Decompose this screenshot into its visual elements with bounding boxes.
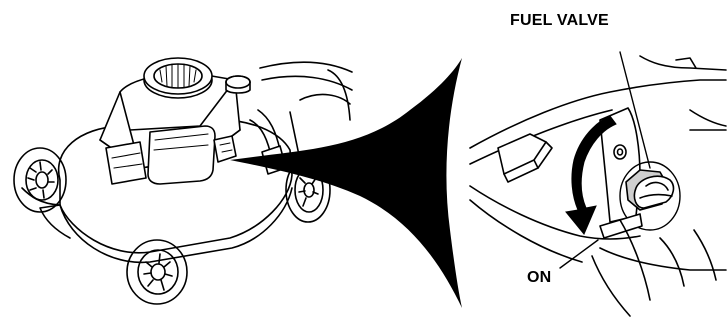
black-callout-wedge xyxy=(230,58,462,308)
rear-right-wheel xyxy=(285,157,331,223)
front-left-wheel xyxy=(13,147,67,213)
valve-screw xyxy=(613,144,627,160)
fuel-valve-label: FUEL VALVE xyxy=(510,12,609,29)
engine-contour-top xyxy=(469,79,727,149)
fuel-valve-detail xyxy=(469,51,727,317)
mower-handle-right xyxy=(327,69,351,121)
fuel-valve-lever xyxy=(633,175,675,209)
fuel-cap xyxy=(225,75,251,94)
lawn-mower-illustration xyxy=(13,57,353,305)
fuel-valve-area xyxy=(213,135,237,163)
front-bottom-wheel xyxy=(126,239,188,305)
recoil-starter xyxy=(143,57,213,99)
air-filter-cover xyxy=(147,125,216,185)
carburetor-box xyxy=(105,141,147,185)
curved-rotation-arrow xyxy=(565,115,617,235)
mower-deck-skirt xyxy=(59,187,293,264)
on-position-label: ON xyxy=(527,269,552,286)
fuel-valve-leader xyxy=(619,51,651,169)
mower-handle xyxy=(259,61,353,105)
lever-arm-lower xyxy=(599,213,643,239)
cover-tab xyxy=(497,133,547,175)
mower-deck xyxy=(57,119,293,254)
